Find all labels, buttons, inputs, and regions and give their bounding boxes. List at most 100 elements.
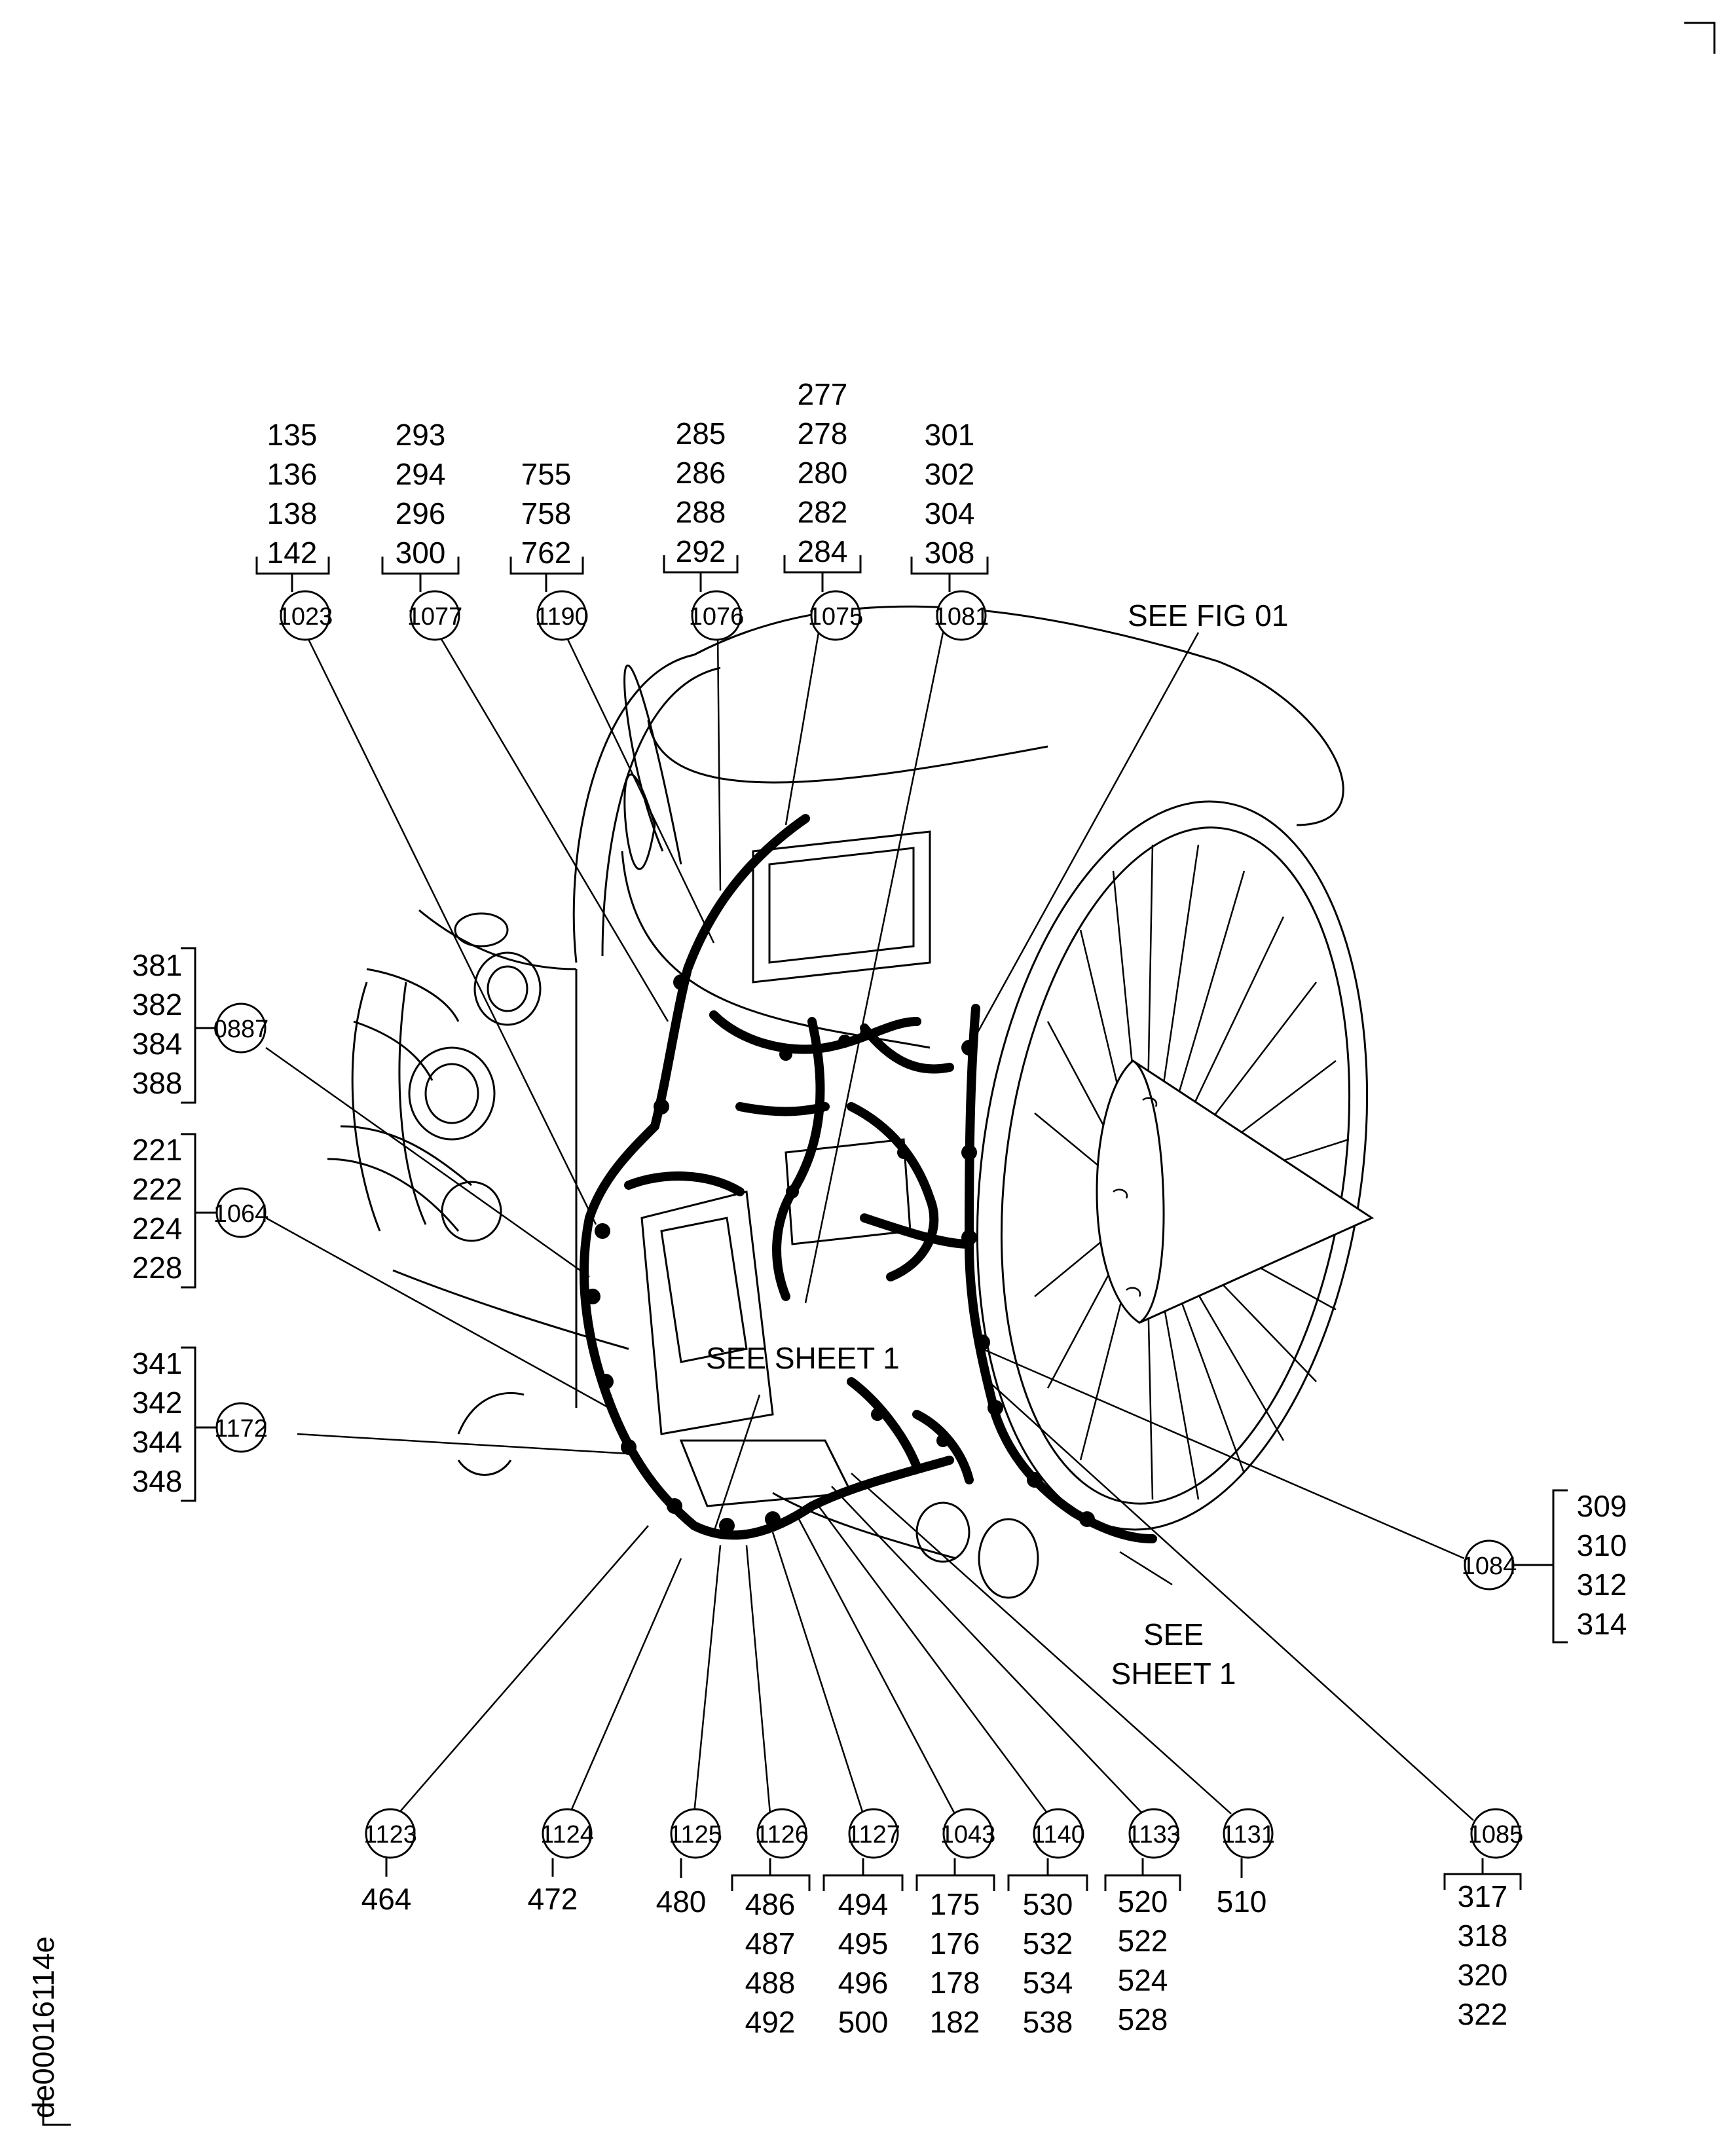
svg-text:309: 309 — [1577, 1489, 1627, 1523]
callout-1076: 285 286 288 292 1076 — [663, 416, 745, 641]
svg-text:534: 534 — [1023, 1966, 1073, 2000]
callout-1077: 293 294 296 300 1077 — [381, 418, 463, 641]
svg-text:1131: 1131 — [1221, 1821, 1275, 1849]
svg-text:348: 348 — [132, 1464, 183, 1498]
callout-1140: 1140 530 532 534 538 — [1007, 1808, 1088, 2039]
callout-1064: 221 222 224 228 1064 — [132, 1133, 269, 1289]
svg-text:381: 381 — [132, 948, 183, 982]
callout-1131: 1131 510 — [1217, 1808, 1275, 1919]
svg-text:486: 486 — [745, 1887, 796, 1921]
svg-text:500: 500 — [838, 2005, 889, 2039]
svg-text:341: 341 — [132, 1346, 183, 1380]
svg-text:496: 496 — [838, 1966, 889, 2000]
svg-text:296: 296 — [396, 496, 446, 530]
svg-text:488: 488 — [745, 1966, 796, 2000]
svg-text:175: 175 — [930, 1887, 980, 1921]
svg-text:322: 322 — [1458, 1997, 1508, 2031]
callout-1125: 1125 480 — [656, 1808, 722, 1919]
svg-text:228: 228 — [132, 1251, 183, 1285]
svg-text:285: 285 — [676, 416, 726, 451]
see-sheet-note-center: SEE SHEET 1 — [706, 1341, 900, 1375]
svg-text:1125: 1125 — [669, 1821, 722, 1849]
svg-text:302: 302 — [925, 457, 975, 491]
svg-text:1085: 1085 — [1468, 1821, 1524, 1849]
svg-text:280: 280 — [798, 456, 848, 490]
svg-text:1077: 1077 — [407, 603, 463, 631]
svg-text:318: 318 — [1458, 1919, 1508, 1953]
svg-text:1172: 1172 — [214, 1415, 268, 1443]
svg-text:492: 492 — [745, 2005, 796, 2039]
svg-text:222: 222 — [132, 1172, 183, 1206]
svg-text:320: 320 — [1458, 1958, 1508, 1992]
svg-text:1081: 1081 — [934, 603, 989, 631]
svg-text:464: 464 — [361, 1882, 412, 1916]
callout-1123: 1123 464 — [361, 1808, 417, 1916]
leader-lines — [265, 632, 1474, 1821]
callout-1084: 1084 309 310 312 314 — [1462, 1489, 1627, 1644]
svg-text:1124: 1124 — [540, 1821, 594, 1849]
callout-0887: 381 382 384 388 0887 — [132, 947, 269, 1104]
svg-text:314: 314 — [1577, 1607, 1627, 1641]
svg-text:138: 138 — [267, 496, 318, 530]
svg-text:278: 278 — [798, 416, 848, 451]
callout-1081: 301 302 304 308 1081 — [910, 418, 989, 641]
svg-text:317: 317 — [1458, 1879, 1508, 1913]
svg-text:284: 284 — [798, 534, 848, 568]
callout-1124: 1124 472 — [528, 1808, 594, 1916]
svg-text:310: 310 — [1577, 1528, 1627, 1562]
svg-text:528: 528 — [1118, 2002, 1168, 2036]
svg-text:301: 301 — [925, 418, 975, 452]
svg-text:300: 300 — [396, 536, 446, 570]
engine-illustration — [327, 605, 1375, 1599]
see-fig-note: SEE FIG 01 — [1128, 598, 1288, 633]
doc-id: de00016114e — [26, 1936, 60, 2118]
svg-text:762: 762 — [521, 536, 572, 570]
svg-text:472: 472 — [528, 1882, 578, 1916]
svg-text:520: 520 — [1118, 1885, 1168, 1919]
callout-1126: 1126 486 487 488 492 — [731, 1808, 811, 2039]
see-sheet-note-right-line1: SEE — [1143, 1617, 1204, 1651]
svg-text:288: 288 — [676, 495, 726, 529]
svg-text:522: 522 — [1118, 1924, 1168, 1958]
svg-text:538: 538 — [1023, 2005, 1073, 2039]
svg-text:182: 182 — [930, 2005, 980, 2039]
see-sheet-note-right-line2: SHEET 1 — [1111, 1657, 1236, 1691]
svg-text:494: 494 — [838, 1887, 889, 1921]
callout-1085: 1085 317 318 320 322 — [1443, 1808, 1524, 2031]
svg-text:282: 282 — [798, 495, 848, 529]
svg-text:532: 532 — [1023, 1926, 1073, 1960]
svg-text:755: 755 — [521, 457, 572, 491]
svg-text:224: 224 — [132, 1211, 183, 1245]
svg-text:1190: 1190 — [535, 603, 589, 631]
doc-id-bracket — [42, 2099, 71, 2126]
svg-text:1127: 1127 — [847, 1821, 900, 1849]
svg-text:530: 530 — [1023, 1887, 1073, 1921]
svg-text:1076: 1076 — [689, 603, 745, 631]
svg-text:142: 142 — [267, 536, 318, 570]
callout-1043: 1043 175 176 178 182 — [915, 1808, 996, 2039]
svg-text:382: 382 — [132, 987, 183, 1021]
svg-text:1043: 1043 — [940, 1821, 996, 1849]
svg-text:524: 524 — [1118, 1963, 1168, 1997]
callout-1133: 1133 520 522 524 528 — [1104, 1808, 1181, 2036]
svg-text:495: 495 — [838, 1926, 889, 1960]
svg-text:1140: 1140 — [1031, 1821, 1085, 1849]
svg-text:1084: 1084 — [1462, 1553, 1517, 1580]
corner-mark — [1684, 22, 1716, 54]
svg-text:0887: 0887 — [213, 1016, 269, 1043]
svg-text:292: 292 — [676, 534, 726, 568]
svg-text:1064: 1064 — [213, 1200, 269, 1228]
svg-text:304: 304 — [925, 496, 975, 530]
svg-text:136: 136 — [267, 457, 318, 491]
svg-text:384: 384 — [132, 1027, 183, 1061]
svg-text:1133: 1133 — [1127, 1821, 1181, 1849]
svg-text:758: 758 — [521, 496, 572, 530]
svg-text:1075: 1075 — [808, 603, 864, 631]
svg-text:1126: 1126 — [755, 1821, 809, 1849]
svg-text:178: 178 — [930, 1966, 980, 2000]
svg-text:293: 293 — [396, 418, 446, 452]
svg-text:1123: 1123 — [363, 1821, 417, 1849]
callout-1023: 135 136 138 142 1023 — [255, 418, 333, 641]
svg-text:344: 344 — [132, 1425, 183, 1459]
